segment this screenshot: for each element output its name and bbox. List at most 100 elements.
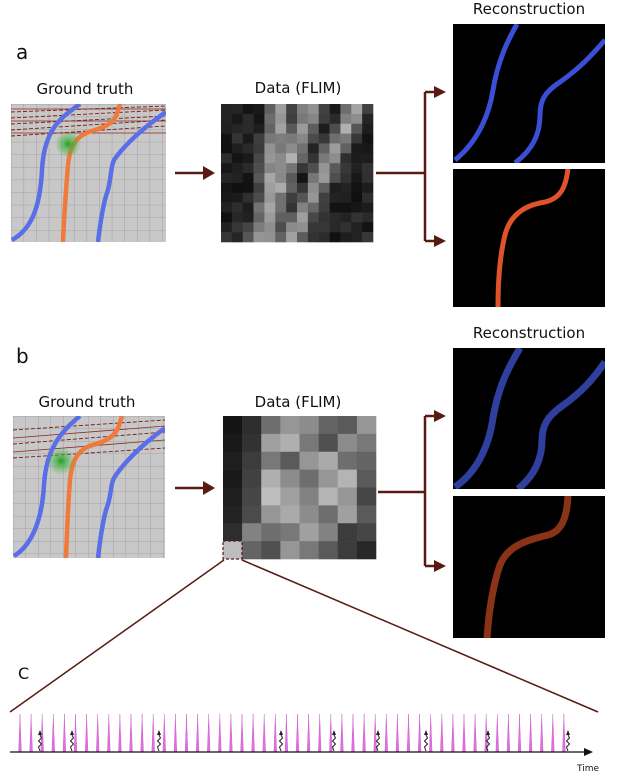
flim-pixel xyxy=(337,433,358,453)
flim-pixel xyxy=(318,133,330,144)
flim-pixel xyxy=(351,192,363,203)
photon-arrow-head xyxy=(70,730,74,735)
flim-pixel xyxy=(297,123,309,134)
flim-pixel xyxy=(275,143,287,154)
flim-pixel xyxy=(318,487,339,506)
ground-truth-image-a xyxy=(11,104,166,242)
split-arrow-icon xyxy=(378,410,446,572)
flim-pixel xyxy=(362,113,374,125)
flim-pixel xyxy=(318,541,339,560)
laser-pulse xyxy=(562,713,566,753)
flim-pixel xyxy=(253,163,265,174)
flim-pixel xyxy=(221,182,233,194)
flim-data-image-b xyxy=(223,416,377,560)
flim-pixel xyxy=(231,123,244,134)
laser-pulse xyxy=(151,713,155,753)
laser-pulse-train xyxy=(18,713,566,753)
photon-squiggle-icon xyxy=(375,734,381,752)
photon-squiggle-icon xyxy=(156,734,162,752)
reconstruction-title-b: Reconstruction xyxy=(472,324,586,342)
flim-pixel xyxy=(286,192,298,203)
laser-pulse xyxy=(273,713,277,753)
flim-pixel xyxy=(337,416,358,435)
flim-pixel xyxy=(231,133,244,144)
flim-pixel xyxy=(307,143,320,154)
flim-pixel xyxy=(253,113,265,125)
flim-pixel xyxy=(242,104,254,115)
flim-pixel xyxy=(261,416,281,435)
flim-pixel xyxy=(264,113,276,125)
flim-pixel xyxy=(337,451,358,470)
flim-pixel xyxy=(261,451,281,470)
flim-pixel xyxy=(329,192,341,203)
flim-pixel xyxy=(242,416,262,435)
laser-pulse xyxy=(251,713,255,753)
flim-pixel xyxy=(231,222,244,233)
flim-pixel xyxy=(299,487,319,506)
flim-pixel xyxy=(351,222,363,233)
flim-pixel xyxy=(286,123,298,134)
flim-pixel xyxy=(264,182,276,194)
flim-pixel xyxy=(318,232,330,243)
flim-pixel xyxy=(242,173,254,184)
flim-pixel xyxy=(297,212,309,223)
flim-pixel xyxy=(231,192,244,203)
flim-pixel xyxy=(242,153,254,164)
photon-arrivals xyxy=(37,730,571,752)
flim-pixel xyxy=(340,202,352,213)
flim-pixel xyxy=(264,133,276,144)
flim-pixel xyxy=(362,123,374,134)
flim-pixel xyxy=(329,153,341,164)
flim-pixel xyxy=(297,163,309,174)
flim-pixel xyxy=(231,104,244,115)
flim-pixel xyxy=(329,143,341,154)
panel-label-b: b xyxy=(16,344,29,368)
laser-pulse xyxy=(184,713,189,753)
flim-pixel xyxy=(362,133,374,144)
photon-arrow-head xyxy=(376,730,380,735)
flim-pixel xyxy=(318,182,330,194)
panel-b xyxy=(13,348,605,638)
flim-pixel xyxy=(318,113,330,125)
laser-pulse xyxy=(373,713,377,753)
flim-pixel xyxy=(280,451,300,470)
flim-pixel xyxy=(329,232,341,243)
flim-pixel xyxy=(242,143,254,154)
flim-pixel xyxy=(362,192,374,203)
flim-pixel xyxy=(356,469,377,488)
laser-pulse xyxy=(417,713,422,753)
flim-pixel xyxy=(340,212,352,223)
photon-squiggle-icon xyxy=(485,734,491,752)
laser-pulse xyxy=(129,713,133,753)
flim-pixel xyxy=(356,433,377,453)
flim-pixel xyxy=(286,173,298,184)
flim-pixel xyxy=(329,104,341,115)
laser-pulse xyxy=(473,713,477,753)
flim-pixel xyxy=(221,153,233,164)
laser-pulse xyxy=(107,713,111,753)
laser-pulse xyxy=(73,713,78,753)
flim-pixel xyxy=(340,153,352,164)
flim-pixel xyxy=(318,153,330,164)
reconstruction-title-a: Reconstruction xyxy=(472,0,586,18)
flim-pixel xyxy=(318,416,339,435)
flim-pixel xyxy=(221,123,233,134)
laser-pulse xyxy=(262,713,266,753)
flim-pixel xyxy=(253,212,265,223)
flim-pixel xyxy=(356,487,377,506)
flim-pixel xyxy=(337,541,358,560)
flim-pixel xyxy=(307,192,320,203)
flim-pixel xyxy=(275,192,287,203)
flim-pixel xyxy=(318,469,339,488)
flim-pixel xyxy=(362,143,374,154)
flim-pixel xyxy=(340,143,352,154)
flim-pixel xyxy=(286,143,298,154)
flim-pixel xyxy=(307,222,320,233)
flim-pixel xyxy=(286,133,298,144)
flim-pixel xyxy=(351,182,363,194)
laser-pulse xyxy=(340,713,344,753)
flim-pixel xyxy=(307,212,320,223)
flim-pixel xyxy=(253,182,265,194)
flim-pixel xyxy=(223,451,243,470)
flim-pixel xyxy=(221,202,233,213)
